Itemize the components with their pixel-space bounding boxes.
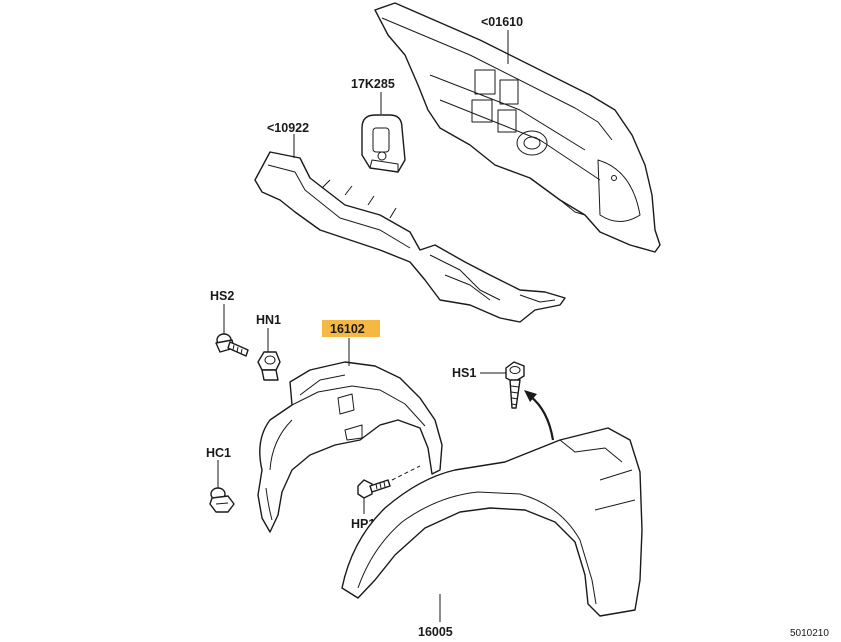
arrow-head-icon [524, 390, 537, 402]
drawing-id: 5010210 [790, 628, 829, 639]
screw-hp1-part[interactable] [357, 479, 391, 499]
dash-panel-label[interactable]: <01610 [481, 15, 523, 29]
splash-shield-label[interactable]: 16102 [330, 322, 365, 336]
crossmember-part[interactable] [254, 151, 566, 323]
crossmember-label[interactable]: <10922 [267, 121, 309, 135]
splash-shield-part[interactable] [257, 361, 443, 533]
screw-hs2-label[interactable]: HS2 [210, 289, 234, 303]
nut-hn1-label[interactable]: HN1 [256, 313, 281, 327]
nut-hn1-part[interactable] [257, 351, 281, 381]
fender-part[interactable] [341, 427, 643, 617]
screw-hs1-label[interactable]: HS1 [452, 366, 476, 380]
screw-hs2-part[interactable] [215, 333, 249, 357]
part-highlight [322, 320, 380, 337]
install-direction-arrow [529, 395, 555, 441]
screw-hs1-part[interactable] [505, 361, 525, 409]
assembly-guide-line [391, 465, 421, 481]
bracket-17k285-part[interactable] [361, 114, 406, 173]
dash-panel-part[interactable] [374, 2, 661, 253]
bracket-17k285-label[interactable]: 17K285 [351, 77, 395, 91]
clip-hc1-part[interactable] [209, 487, 235, 513]
clip-hc1-label[interactable]: HC1 [206, 446, 231, 460]
fender-label[interactable]: 16005 [418, 625, 453, 639]
